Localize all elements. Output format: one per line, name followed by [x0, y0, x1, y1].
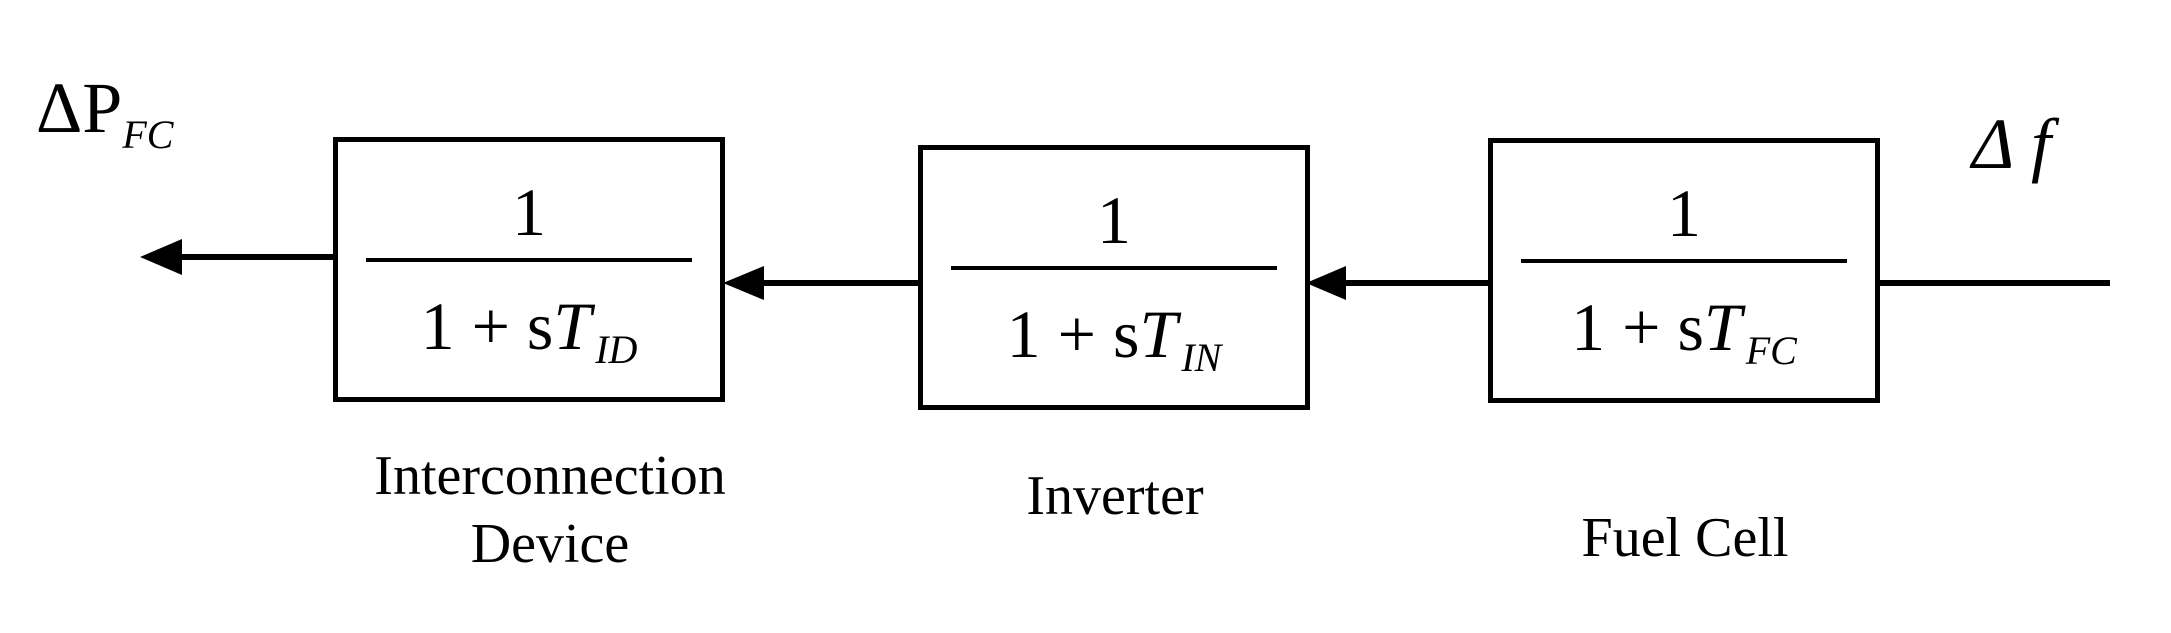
inverter-fraction-bar — [951, 266, 1277, 270]
inverter-label: Inverter — [900, 462, 1330, 530]
interconnection-numerator: 1 — [512, 174, 546, 250]
fuel-cell-den-prefix: 1 + s — [1571, 289, 1704, 365]
fuel-cell-label: Fuel Cell — [1480, 504, 1890, 572]
arrowhead-output — [140, 239, 182, 275]
output-signal-symbol: ΔP — [36, 68, 123, 148]
inverter-numerator: 1 — [1097, 182, 1131, 258]
fuel-cell-numerator: 1 — [1667, 175, 1701, 251]
arrowhead-interconnection — [723, 266, 764, 300]
interconnection-label-line2: Device — [470, 513, 630, 575]
inverter-den-var: T — [1139, 296, 1178, 372]
fuel-cell-den-subscript: FC — [1745, 328, 1797, 373]
interconnection-den-subscript: ID — [595, 327, 638, 372]
interconnection-den-prefix: 1 + s — [420, 288, 554, 364]
output-signal-label: ΔPFC — [36, 72, 173, 155]
interconnection-den-var: T — [553, 288, 592, 364]
fuel-cell-label-line1: Fuel Cell — [1581, 507, 1789, 569]
inverter-den-subscript: IN — [1181, 335, 1222, 380]
arrowhead-inverter — [1306, 266, 1346, 300]
input-signal-label: Δ f — [1972, 108, 2051, 180]
interconnection-label-line1: Interconnection — [374, 445, 726, 507]
inverter-den-prefix: 1 + s — [1006, 296, 1140, 372]
inverter-label-line1: Inverter — [1026, 465, 1204, 527]
interconnection-fraction-bar — [366, 258, 692, 262]
interconnection-label: Interconnection Device — [290, 442, 810, 578]
input-signal-symbol: Δ f — [1972, 104, 2051, 184]
fuel-cell-den-var: T — [1703, 289, 1742, 365]
fuel-cell-fraction-bar — [1521, 259, 1847, 263]
output-signal-subscript: FC — [122, 112, 174, 157]
